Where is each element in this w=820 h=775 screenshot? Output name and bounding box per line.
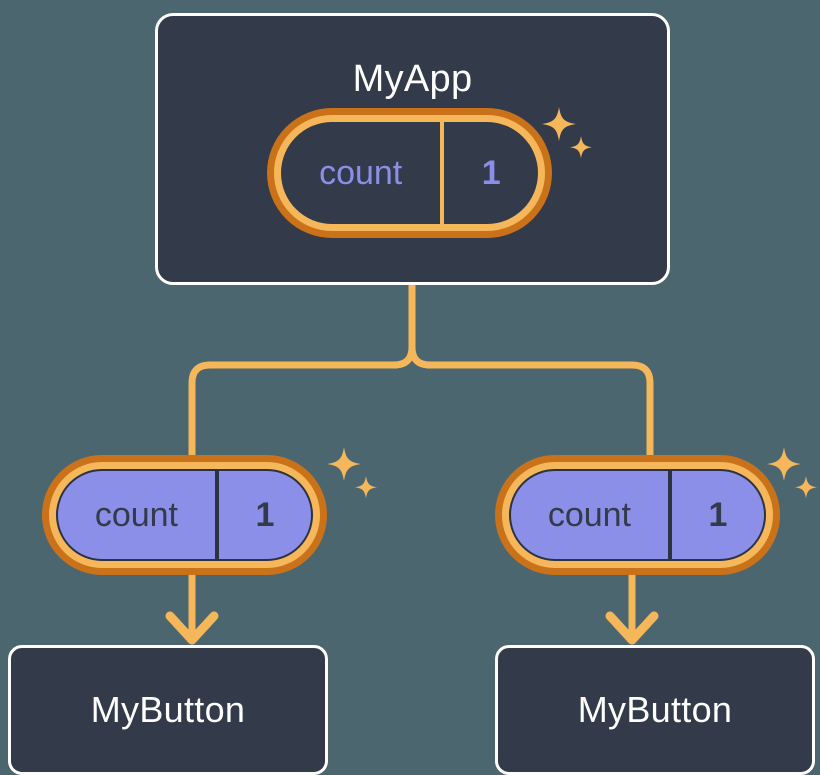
state-key-label: count	[319, 153, 403, 192]
state-divider	[667, 471, 672, 559]
state-pill-left-child[interactable]: count 1	[42, 455, 327, 575]
state-pill-left-wrapper: count 1	[42, 455, 327, 575]
state-pill-myapp-wrapper: count 1	[267, 108, 552, 238]
state-pill-body: count 1	[509, 469, 766, 561]
arrow-down-icon-left	[165, 611, 219, 645]
state-pill-right-wrapper: count 1	[495, 455, 780, 575]
sparkle-icon	[327, 447, 361, 481]
component-card-mybutton-left[interactable]: MyButton	[8, 645, 328, 775]
sparkle-group-left	[327, 447, 377, 499]
connector-root-to-left	[188, 282, 416, 459]
state-pill-right-child[interactable]: count 1	[495, 455, 780, 575]
component-label: MyButton	[577, 689, 733, 730]
connector-root-to-right	[408, 282, 654, 459]
state-key-label: count	[94, 495, 179, 534]
state-value-label: 1	[481, 153, 501, 192]
sparkle-icon-small	[795, 476, 817, 499]
state-divider	[214, 471, 219, 559]
state-value-label: 1	[708, 495, 728, 534]
sparkle-icon-small	[355, 476, 377, 499]
state-pill-body: count 1	[281, 122, 538, 224]
state-value-label: 1	[255, 495, 275, 534]
state-pill-myapp[interactable]: count 1	[267, 108, 552, 238]
component-label: MyButton	[90, 689, 246, 730]
state-divider	[440, 122, 445, 224]
state-key-label: count	[547, 495, 632, 534]
arrow-down-icon-right	[605, 611, 659, 645]
state-pill-body: count 1	[56, 469, 313, 561]
page-title: MyApp	[352, 58, 473, 100]
component-card-mybutton-right[interactable]: MyButton	[495, 645, 815, 775]
